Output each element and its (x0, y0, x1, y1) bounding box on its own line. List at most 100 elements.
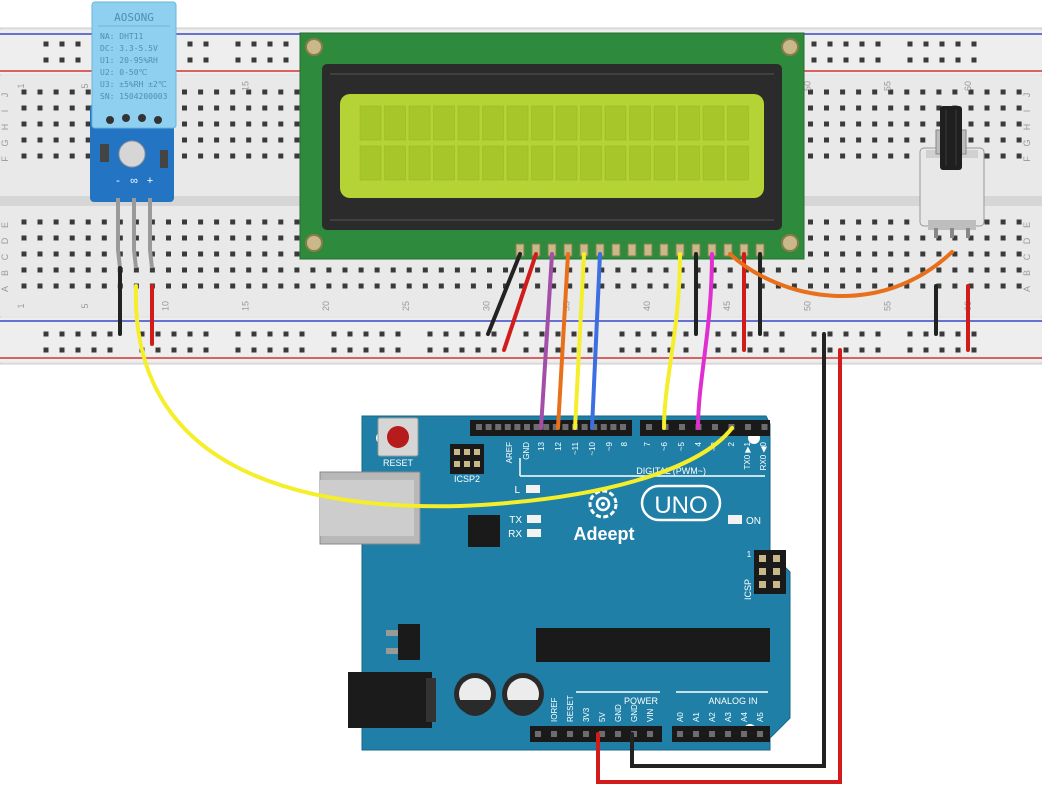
power-pin-hole (599, 731, 605, 737)
digital-pin-hole (712, 424, 718, 430)
breadboard-hole (583, 267, 589, 273)
breadboard-hole (21, 283, 27, 289)
breadboard-hole (37, 267, 43, 273)
breadboard-hole (166, 235, 171, 241)
breadboard-hole (69, 153, 75, 159)
lcd-mount-hole (305, 234, 323, 252)
lcd-character-cell (604, 145, 627, 181)
breadboard-hole (246, 235, 252, 241)
rail-hole (827, 41, 833, 47)
breadboard-hole (1016, 219, 1022, 225)
rail-hole (43, 57, 49, 63)
rail-hole (443, 347, 449, 353)
breadboard-hole (69, 283, 75, 289)
breadboard-hole (262, 251, 268, 257)
breadboard-hole (198, 219, 204, 225)
breadboard-hole (246, 121, 252, 127)
reset-button-cap[interactable] (387, 426, 409, 448)
dc-power-jack (348, 672, 432, 728)
breadboard-hole (824, 153, 829, 159)
breadboard-hole (230, 121, 236, 127)
rail-hole (859, 57, 865, 63)
rail-hole (363, 331, 369, 337)
lcd-character-cell (653, 145, 676, 181)
led-tx-label: TX (509, 515, 522, 526)
breadboard-hole (519, 283, 524, 289)
icsp2-pin (464, 461, 470, 467)
rail-hole (203, 347, 209, 353)
digital-pin-label: 12 (554, 441, 563, 450)
rail-hole (235, 57, 241, 63)
breadboard-hole (278, 121, 284, 127)
digital-pin-label: 13 (537, 441, 546, 450)
analog-pin-hole (693, 731, 699, 737)
power-pin-label: GND (614, 704, 623, 722)
capacitor-2 (502, 673, 544, 716)
breadboard-hole (53, 89, 59, 95)
rail-hole (251, 347, 257, 353)
breadboard-hole (326, 283, 332, 289)
dht11-sensor: AOSONG NA: DHT11 DC: 3.3-5.5V U1: 20-95%… (90, 1, 177, 269)
rail-hole (459, 347, 465, 353)
breadboard-hole (631, 267, 637, 273)
rail-hole (427, 347, 433, 353)
rail-hole (235, 331, 241, 337)
breadboard-hole (214, 251, 220, 257)
breadboard-hole (117, 235, 123, 241)
power-pin-label: VIN (646, 708, 655, 722)
digital-pin-hole (504, 424, 511, 430)
breadboard-hole (904, 105, 910, 111)
icsp-pin1-label: 1 (747, 550, 752, 559)
sensor-mount-hole (122, 114, 130, 122)
rail-hole (939, 331, 945, 337)
row-letter: I (0, 110, 10, 113)
lcd-pin (659, 243, 669, 257)
breadboard-hole (535, 283, 541, 289)
row-letter: A (1022, 286, 1032, 292)
breadboard-hole (37, 219, 43, 225)
lcd-character-cell (433, 105, 455, 141)
rail-hole (971, 41, 977, 47)
breadboard-hole (1016, 283, 1022, 289)
breadboard-hole (21, 105, 27, 111)
breadboard-hole (727, 267, 733, 273)
breadboard-hole (920, 283, 926, 289)
breadboard-hole (904, 235, 910, 241)
breadboard-hole (182, 137, 187, 143)
breadboard-hole (952, 251, 958, 257)
breadboard-hole (824, 121, 829, 127)
breadboard-hole (856, 251, 862, 257)
breadboard-hole (294, 251, 300, 257)
breadboard-hole (278, 283, 284, 289)
rail-hole (811, 347, 817, 353)
breadboard-hole (968, 235, 974, 241)
column-number-bottom: 40 (642, 301, 652, 311)
rail-hole (923, 331, 929, 337)
rail-hole (395, 331, 401, 337)
rail-hole (715, 331, 721, 337)
digital-pin-hole (524, 424, 530, 430)
rail-hole (587, 331, 593, 337)
rail-hole (587, 347, 593, 353)
icsp2-pin (464, 449, 470, 455)
capacitor-1 (454, 673, 496, 716)
breadboard-hole (1000, 267, 1006, 273)
breadboard-hole (198, 283, 204, 289)
atmega-chip (536, 628, 770, 662)
lcd-pin (723, 243, 733, 257)
rail-hole (395, 347, 401, 353)
icsp-pin (773, 581, 780, 588)
breadboard-hole (904, 251, 910, 257)
breadboard-hole (149, 219, 155, 225)
rail-hole (283, 331, 289, 337)
breadboard-hole (920, 105, 926, 111)
rail-hole (283, 57, 289, 63)
rail-hole (91, 331, 97, 337)
sensor-capacitor (100, 144, 109, 162)
breadboard-hole (679, 283, 685, 289)
breadboard-hole (808, 153, 813, 159)
breadboard-hole (791, 283, 797, 289)
breadboard-hole (198, 235, 204, 241)
lcd-character-cell (555, 145, 578, 181)
rail-hole (331, 331, 337, 337)
